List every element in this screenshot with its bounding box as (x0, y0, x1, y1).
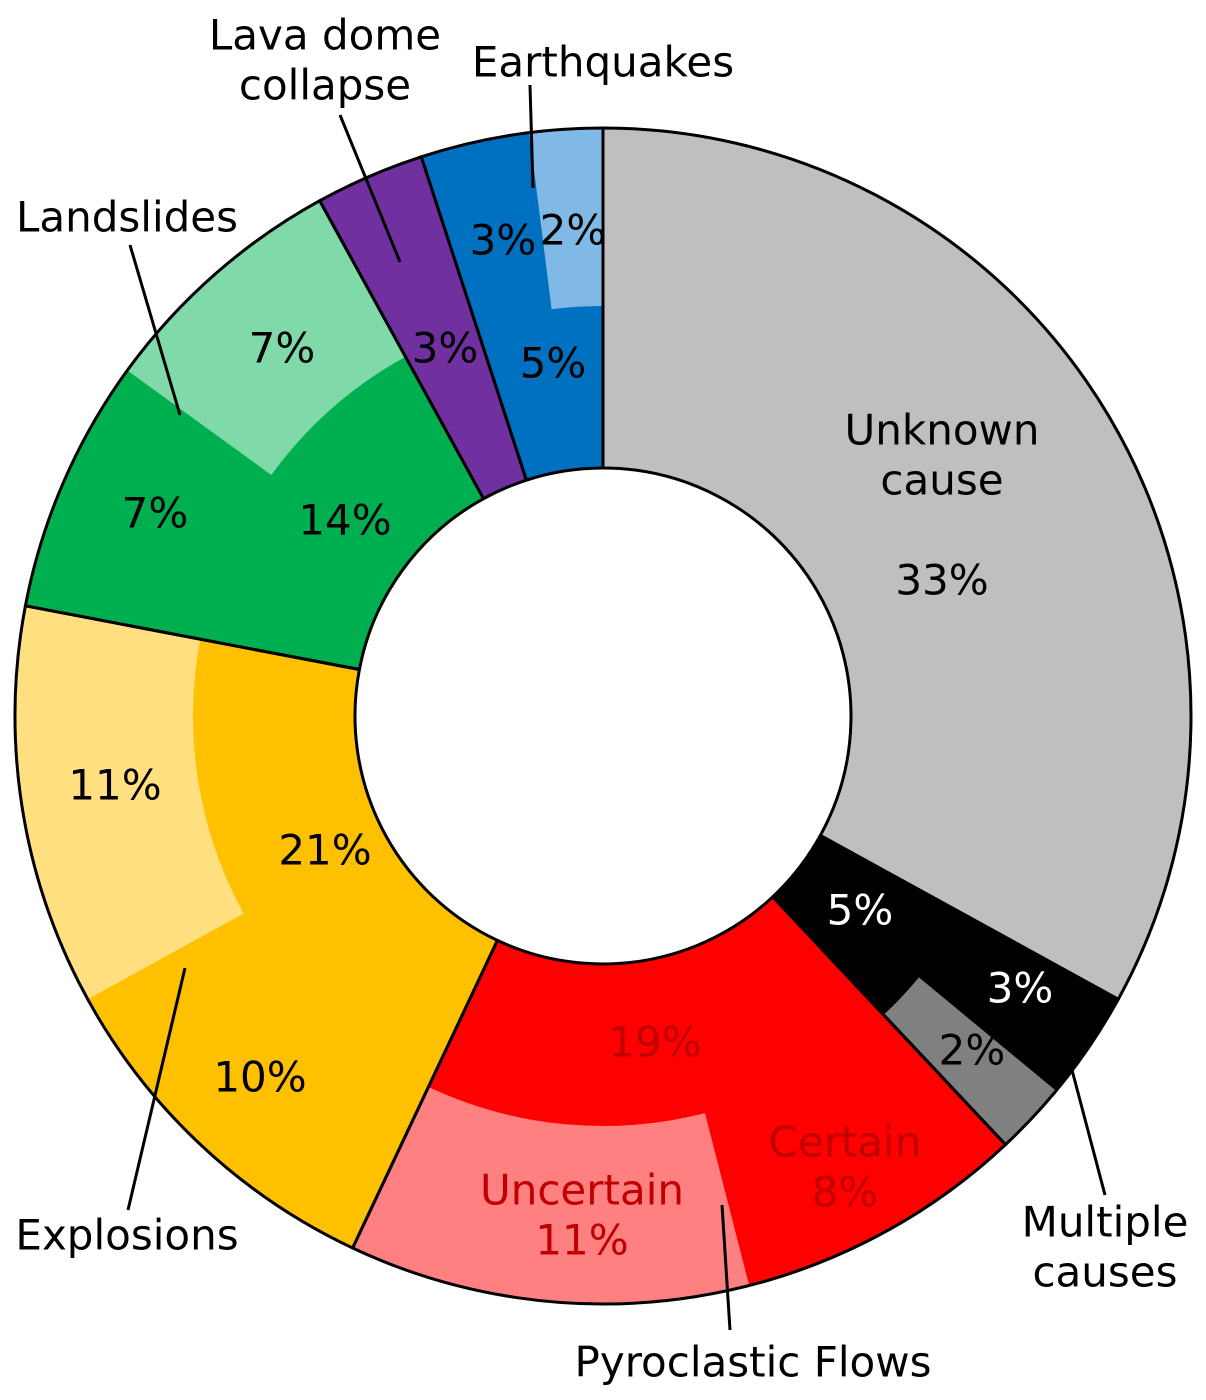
unknown-label-line2: cause (880, 456, 1003, 505)
earthquakes-leader-line (528, 84, 535, 189)
certain-label: Certain (769, 1118, 922, 1167)
subwedge-landslides-2 (127, 200, 406, 476)
subwedge-multiple-causes-1 (918, 913, 1119, 1091)
earthquakes-sub2-value: 2% (540, 206, 607, 255)
multiple-value: 5% (827, 886, 894, 935)
lava-category-line2: collapse (239, 61, 411, 110)
landslides-category: Landslides (16, 193, 238, 242)
wedge-lava-dome-collapse (319, 156, 527, 499)
explosions-sub1-value: 10% (213, 1053, 306, 1102)
wedge-outlines (13, 126, 1193, 1306)
outline-landslides (23, 199, 486, 672)
pyroclastic-leader-line (720, 1204, 732, 1331)
lava-value: 3% (412, 324, 479, 373)
outline-unknown-cause (601, 126, 1193, 1001)
earthquakes-sub1-value: 3% (470, 216, 537, 265)
multiple-sub1-value: 3% (987, 964, 1054, 1013)
subwedge-earthquakes-2 (529, 128, 603, 310)
subwedge-landslides-1 (25, 370, 272, 640)
landslides-leader-line (128, 244, 182, 416)
uncertain-value: 11% (535, 1216, 628, 1265)
earthquakes-category: Earthquakes (472, 38, 734, 87)
subwedge-explosions-2 (15, 605, 244, 1000)
subwedge-pyroclastic-flows-2 (352, 1086, 750, 1304)
subwedge-explosions-1 (87, 913, 429, 1249)
explosions-leader-line (126, 967, 187, 1211)
subwedge-pyroclastic-flows-1 (704, 1014, 1006, 1286)
landslides-sub2-value: 7% (249, 324, 316, 373)
pyroclastic-category: Pyroclastic Flows (575, 1338, 932, 1387)
explosions-category: Explosions (15, 1211, 238, 1260)
pyroclastic-value: 19% (608, 1018, 701, 1067)
wedge-unknown-cause (603, 128, 1191, 1000)
subwedge-earthquakes-1 (421, 132, 552, 327)
wedges (15, 128, 1191, 1304)
explosions-value: 21% (278, 826, 371, 875)
uncertain-label: Uncertain (480, 1166, 684, 1215)
multiple-category-line2: causes (1032, 1248, 1177, 1297)
unknown-value: 33% (895, 556, 988, 605)
lava-leader-line (338, 114, 402, 263)
landslides-sub1-value: 7% (122, 489, 189, 538)
explosions-sub2-value: 11% (68, 761, 161, 810)
multiple-category-line1: Multiple (1022, 1198, 1189, 1247)
multiple-leader-line (1070, 1069, 1107, 1196)
multiple-sub2-value: 2% (939, 1026, 1006, 1075)
outline-explosions (13, 604, 499, 1250)
subwedge-multiple-causes-2 (883, 977, 1057, 1145)
outline-pyroclastic-flows (351, 895, 1008, 1306)
unknown-label-line1: Unknown (845, 406, 1040, 455)
earthquakes-value: 5% (520, 339, 587, 388)
landslides-value: 14% (298, 496, 391, 545)
outline-earthquakes (419, 126, 605, 482)
certain-value: 8% (812, 1168, 879, 1217)
lava-category-line1: Lava dome (209, 11, 441, 60)
